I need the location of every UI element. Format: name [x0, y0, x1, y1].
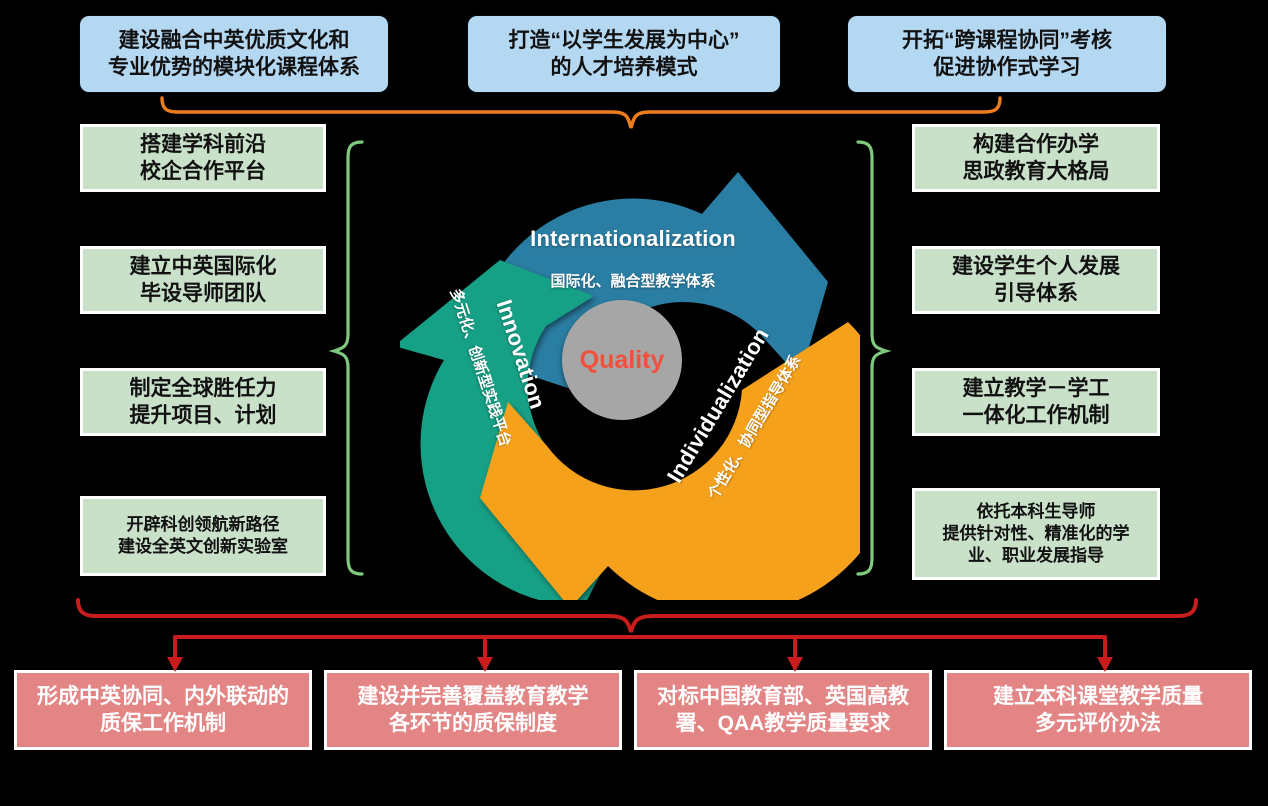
- bottom-box-qa-working-mechanism[interactable]: 形成中英协同、内外联动的 质保工作机制: [14, 670, 312, 750]
- top-box-module-course-system[interactable]: 建设融合中英优质文化和 专业优势的模块化课程体系: [80, 16, 388, 92]
- quality-core-label: Quality: [579, 345, 665, 374]
- top-box-cross-curricular-assessment[interactable]: 开拓“跨课程协同”考核 促进协作式学习: [848, 16, 1166, 92]
- segment-individualization-arrow: [480, 322, 900, 616]
- cycle-wheel-arrows: [394, 172, 900, 616]
- left-box-innovation-lab[interactable]: 开辟科创领航新路径 建设全英文创新实验室: [80, 496, 326, 576]
- left-box-sino-uk-thesis-mentors[interactable]: 建立中英国际化 毕设导师团队: [80, 246, 326, 314]
- red-distribution-connector: [167, 635, 1113, 672]
- green-right-brace: [856, 140, 892, 576]
- right-box-teaching-student-affairs-mechanism[interactable]: 建立教学－学工 一体化工作机制: [912, 368, 1160, 436]
- segment-internationalization-arrow: [471, 172, 828, 391]
- red-bottom-brace: [76, 598, 1198, 633]
- green-left-brace: [328, 140, 364, 576]
- segment-label-internationalization: Internationalization 国际化、融合型教学体系: [478, 208, 788, 309]
- top-box-student-centered-model[interactable]: 打造“以学生发展为中心” 的人才培养模式: [468, 16, 780, 92]
- quality-core-circle: Quality: [562, 300, 682, 420]
- bottom-box-benchmark-moe-qaa[interactable]: 对标中国教育部、英国高教 署、QAA教学质量要求: [634, 670, 932, 750]
- segment-title-en-internationalization: Internationalization: [530, 226, 736, 251]
- left-box-school-enterprise-platform[interactable]: 搭建学科前沿 校企合作平台: [80, 124, 326, 192]
- left-box-global-competency-program[interactable]: 制定全球胜任力 提升项目、计划: [80, 368, 326, 436]
- bottom-box-qa-system-all-stages[interactable]: 建设并完善覆盖教育教学 各环节的质保制度: [324, 670, 622, 750]
- cycle-wheel: Quality Internationalization 国际化、融合型教学体系…: [394, 160, 900, 616]
- right-box-undergraduate-tutor-guidance[interactable]: 依托本科生导师 提供针对性、精准化的学 业、职业发展指导: [912, 488, 1160, 580]
- segment-title-cn-internationalization: 国际化、融合型教学体系: [550, 273, 716, 290]
- bottom-box-multi-dimensional-evaluation[interactable]: 建立本科课堂教学质量 多元评价办法: [944, 670, 1252, 750]
- right-box-student-development-guidance[interactable]: 建设学生个人发展 引导体系: [912, 246, 1160, 314]
- right-box-ideological-education-framework[interactable]: 构建合作办学 思政教育大格局: [912, 124, 1160, 192]
